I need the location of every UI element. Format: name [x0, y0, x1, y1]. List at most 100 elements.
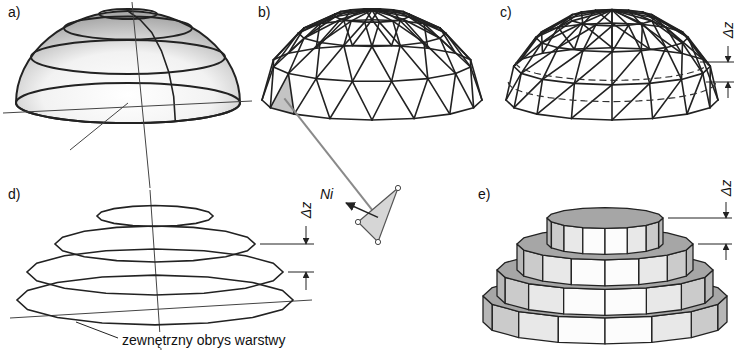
wire-edge — [316, 43, 320, 79]
wire-edge — [612, 25, 628, 52]
wire-edge — [703, 66, 710, 73]
dimension-label: Δz — [718, 178, 734, 198]
axis-line — [10, 300, 312, 318]
wire-edge — [537, 83, 574, 114]
layer-side — [605, 228, 627, 255]
wire-edge — [653, 114, 687, 118]
wire-edge — [709, 66, 711, 107]
wire-edge — [273, 67, 288, 74]
wire-edge — [471, 60, 482, 100]
dimension-line — [698, 244, 732, 245]
wire-edge — [612, 24, 628, 26]
wire-edge — [288, 38, 304, 73]
wire-edge — [682, 37, 688, 43]
wire-edge — [650, 79, 682, 83]
wire-edge — [372, 10, 409, 14]
wire-edge — [304, 38, 320, 42]
normal-vector — [346, 203, 378, 217]
figure-label: b) — [256, 4, 272, 20]
figure-label: a) — [6, 4, 22, 20]
wire-edge — [583, 26, 612, 51]
wire-edge — [612, 48, 650, 49]
wire-edge — [612, 10, 652, 15]
wire-edge — [611, 26, 613, 52]
wire-edge — [710, 100, 718, 108]
wire-edge — [316, 45, 344, 78]
layer-side — [564, 288, 605, 315]
layer-side — [605, 259, 639, 286]
wire-edge — [641, 24, 642, 51]
leader-line — [76, 322, 118, 338]
wire-edge — [571, 118, 612, 120]
wire-edge — [330, 118, 372, 120]
wire-edge — [428, 74, 456, 79]
wire-edge — [653, 79, 682, 118]
wire-edge — [542, 43, 559, 48]
wire-edge — [641, 48, 666, 51]
wire-edge — [428, 79, 450, 115]
wire-edge — [456, 67, 471, 74]
wire-edge — [474, 100, 482, 108]
wire-edge — [628, 25, 641, 50]
wire-edge — [352, 81, 372, 120]
wire-edge — [409, 17, 440, 38]
wire-edge — [424, 38, 440, 42]
wire-edge — [583, 24, 612, 48]
wire-edge — [372, 22, 379, 46]
dimension-line — [706, 82, 734, 83]
wire-edge — [351, 21, 365, 22]
wire-edge — [372, 10, 409, 17]
layer-side — [551, 222, 564, 251]
layer-outline — [55, 226, 255, 262]
wire-edge — [583, 51, 612, 52]
layer-side — [571, 259, 605, 286]
dimension-line — [668, 218, 732, 219]
layer-side — [639, 255, 668, 284]
figure-label: e) — [476, 186, 492, 202]
dimension-arrow — [306, 272, 307, 290]
wire-edge — [352, 81, 391, 83]
layer-outline — [17, 275, 293, 325]
layer-top — [547, 208, 663, 229]
wire-edge — [379, 21, 393, 22]
wire-edge — [574, 51, 582, 84]
wire-edge — [372, 9, 379, 10]
wire-edge — [424, 43, 456, 74]
figure-label: Ni — [318, 186, 335, 202]
wire-edge — [596, 10, 612, 25]
wire-edge — [365, 21, 380, 23]
layer-side — [627, 225, 646, 253]
wire-edge — [400, 43, 424, 46]
layer-side — [646, 222, 659, 251]
wire-edge — [596, 24, 612, 26]
wire-edge — [612, 23, 650, 49]
wire-edge — [294, 79, 316, 115]
wire-edge — [372, 45, 400, 46]
wire-edge — [612, 118, 653, 120]
wire-edge — [521, 43, 541, 73]
dimension-label: Δz — [298, 200, 314, 220]
dimension-arrow — [306, 226, 307, 244]
wire-edge — [506, 100, 514, 108]
layer-side — [543, 255, 572, 284]
layer-top — [517, 228, 693, 260]
wire-edge — [320, 43, 344, 46]
dimension-arrow — [728, 46, 729, 62]
layer-side — [558, 316, 605, 344]
wire-edge — [344, 22, 365, 45]
wire-edge — [392, 45, 401, 81]
wire-edge — [582, 24, 596, 26]
hemisphere-body — [16, 11, 240, 123]
wire-edge — [392, 81, 414, 118]
layer-side — [583, 228, 605, 255]
wire-edge — [372, 10, 403, 12]
wire-edge — [514, 108, 537, 114]
wire-edge — [612, 9, 628, 11]
wire-edge — [372, 118, 414, 120]
wire-edge — [574, 48, 612, 49]
slice-line — [516, 62, 708, 80]
wire-edge — [536, 37, 542, 43]
wire-edge — [612, 51, 641, 52]
vertex-dot — [355, 219, 360, 224]
